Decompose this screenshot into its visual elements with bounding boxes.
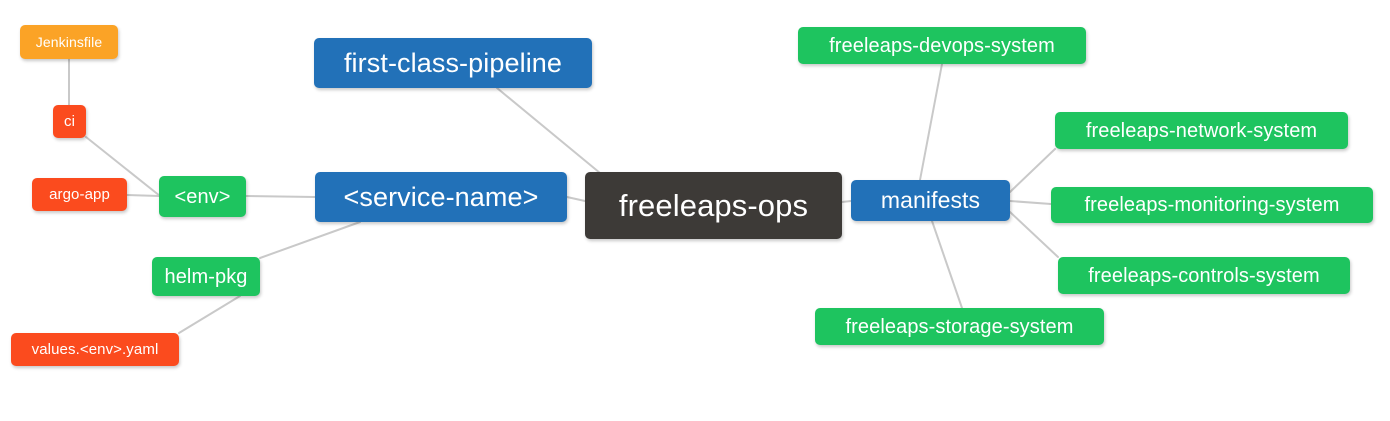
node-label-freeleaps-ops: freeleaps-ops (618, 188, 809, 223)
node-label-argo-app: argo-app (49, 186, 110, 203)
node-storage-sys[interactable]: freeleaps-storage-system (815, 308, 1104, 345)
edge-pipeline-to-freeleaps-ops (496, 87, 601, 174)
node-controls-sys[interactable]: freeleaps-controls-system (1058, 257, 1350, 294)
node-label-jenkinsfile: Jenkinsfile (35, 34, 103, 50)
node-label-devops-sys: freeleaps-devops-system (829, 34, 1055, 57)
node-manifests[interactable]: manifests (851, 180, 1010, 221)
node-label-values-yaml: values.<env>.yaml (31, 341, 159, 358)
node-freeleaps-ops[interactable]: freeleaps-ops (585, 172, 842, 239)
node-label-ci: ci (63, 113, 76, 130)
node-env[interactable]: <env> (159, 176, 246, 217)
edge-env-to-service-name (245, 195, 316, 198)
node-network-sys[interactable]: freeleaps-network-system (1055, 112, 1348, 149)
node-values-yaml[interactable]: values.<env>.yaml (11, 333, 179, 366)
node-label-controls-sys: freeleaps-controls-system (1088, 264, 1320, 287)
node-service-name[interactable]: <service-name> (315, 172, 567, 222)
node-label-monitoring-sys: freeleaps-monitoring-system (1084, 194, 1340, 216)
node-label-pipeline: first-class-pipeline (343, 47, 563, 78)
node-jenkinsfile[interactable]: Jenkinsfile (20, 25, 118, 59)
node-label-storage-sys: freeleaps-storage-system (845, 315, 1074, 338)
edge-helm-pkg-to-service-name (259, 221, 361, 259)
node-pipeline[interactable]: first-class-pipeline (314, 38, 592, 88)
edge-service-name-to-freeleaps-ops (566, 196, 586, 202)
edge-manifests-to-network-sys (1009, 148, 1056, 193)
edge-manifests-to-devops-sys (919, 63, 943, 181)
node-label-network-sys: freeleaps-network-system (1085, 119, 1318, 142)
edge-values-yaml-to-helm-pkg (178, 295, 241, 334)
node-monitoring-sys[interactable]: freeleaps-monitoring-system (1051, 187, 1373, 223)
edge-freeleaps-ops-to-manifests (841, 200, 852, 203)
node-devops-sys[interactable]: freeleaps-devops-system (798, 27, 1086, 64)
edge-argo-app-to-env (126, 194, 160, 197)
node-helm-pkg[interactable]: helm-pkg (152, 257, 260, 296)
node-label-env: <env> (174, 185, 231, 208)
node-label-helm-pkg: helm-pkg (164, 265, 248, 288)
node-label-service-name: <service-name> (343, 181, 539, 212)
node-argo-app[interactable]: argo-app (32, 178, 127, 211)
node-label-manifests: manifests (880, 187, 981, 213)
node-ci[interactable]: ci (53, 105, 86, 138)
edge-manifests-to-storage-sys (931, 220, 963, 309)
edge-manifests-to-monitoring-sys (1009, 200, 1052, 205)
